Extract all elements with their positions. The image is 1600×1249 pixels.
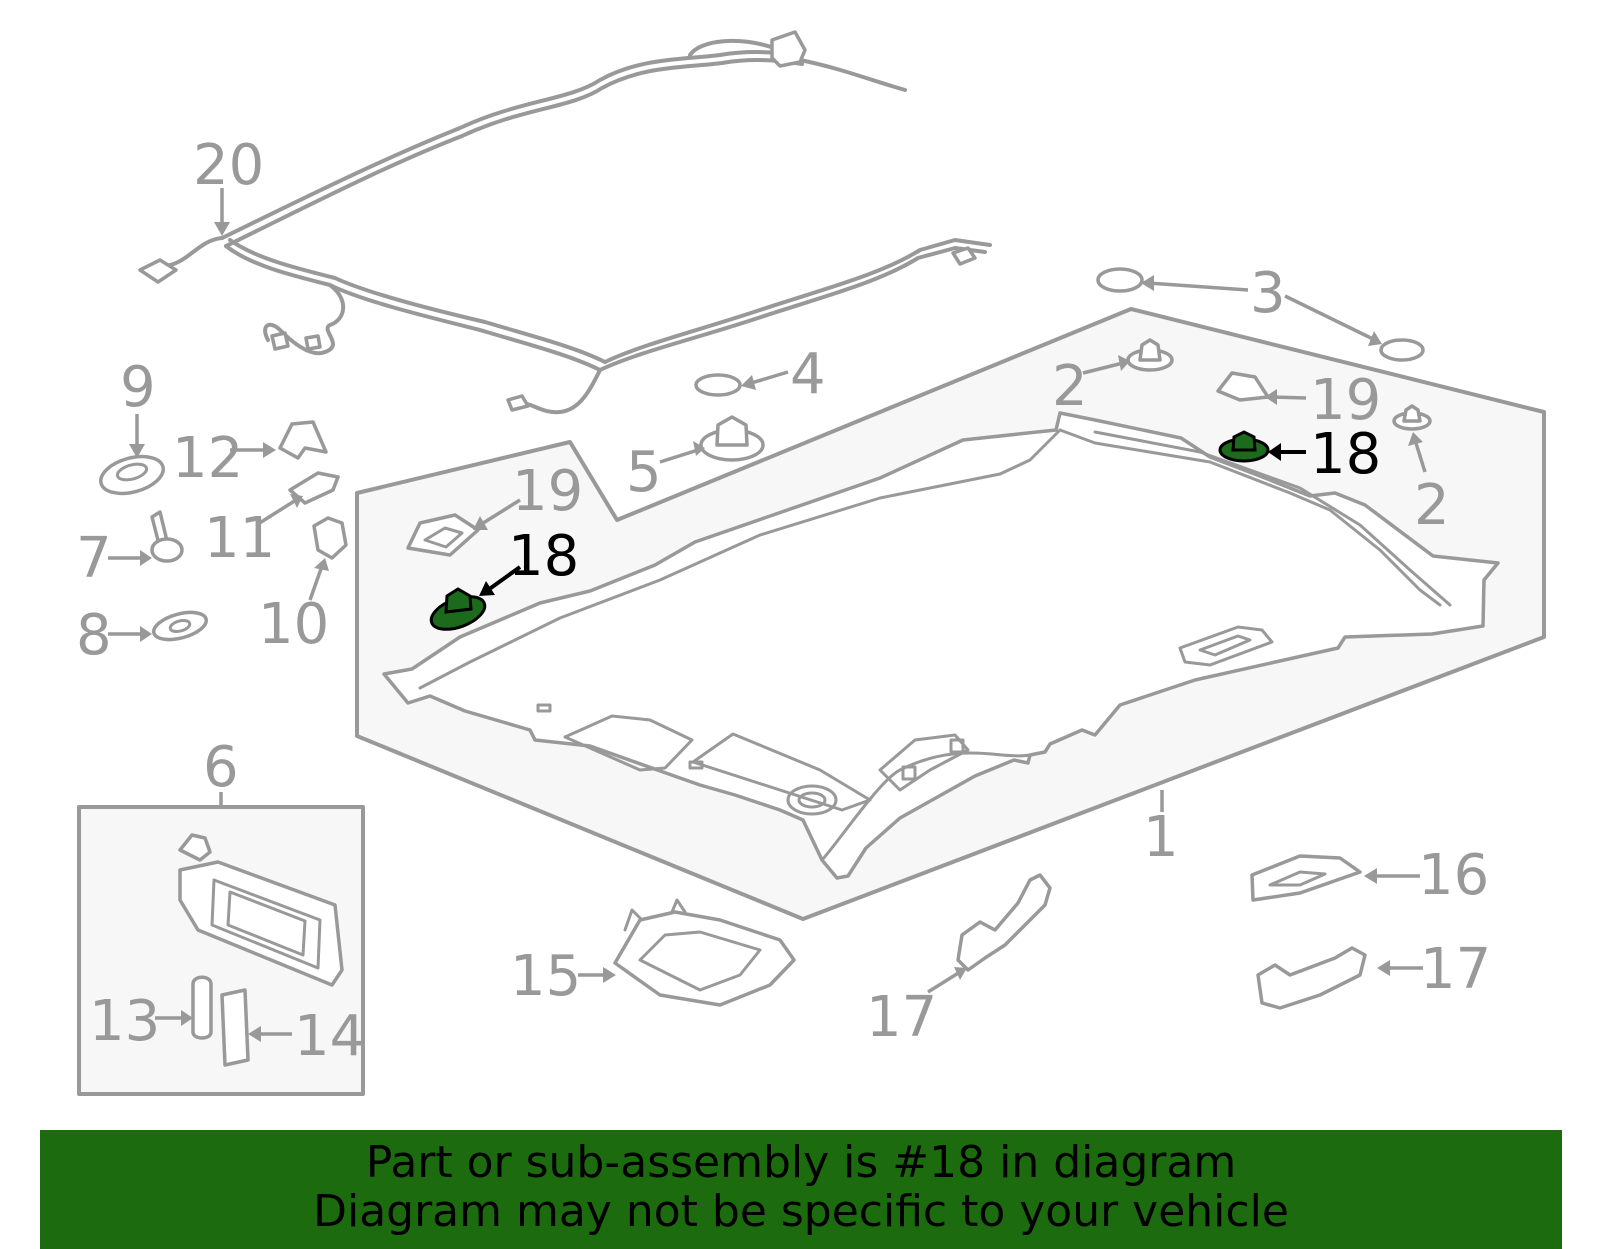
callout-2-left: 2 [1052,354,1088,419]
sun-visor-group [77,805,365,1096]
callout-labels: 20 3 4 9 12 2 19 18 2 5 19 18 7 11 8 10 … [76,133,1491,1069]
console-recess [691,732,872,812]
callout-17-front: 17 [866,985,937,1050]
dome-light-hole-inner [797,791,827,809]
wiring-harness [138,30,992,415]
part-14-label [220,988,250,1067]
rear-handle-recess [1178,625,1274,667]
harness-lower-branch-2 [228,238,607,364]
harness-left-connector [138,258,178,284]
part-18-clip-right [1218,430,1270,463]
callout-10: 10 [258,592,329,657]
harness-right-run-2 [598,246,987,372]
part-3-pad-right [1379,338,1425,362]
part-13-clip [191,975,213,1040]
info-banner: Part or sub-assembly is #18 in diagram D… [40,1130,1562,1249]
part-12-clip [278,420,328,460]
callout-20: 20 [193,133,264,198]
harness-squiggle-conn-1 [270,331,290,351]
part-17-assist-handle-rear [1256,946,1367,1010]
callout-3: 3 [1250,261,1286,326]
callout-9: 9 [120,355,156,420]
harness-top-connector [770,30,807,68]
harness-main-lower [224,58,804,248]
sun-visor-pivot [178,833,212,862]
headliner-front-bulge [820,751,1032,862]
harness-dangle [518,368,602,415]
callout-19-right: 19 [1310,368,1381,433]
headliner-inner-edge [418,428,1062,690]
headliner-rear-rail-2 [1093,430,1452,607]
callout-7: 7 [76,526,112,591]
callout-19-left: 19 [512,459,583,524]
callout-6: 6 [203,735,239,800]
part-9-washer [99,454,165,496]
part-16-grab-handle [1250,854,1362,902]
part-10-clip [312,516,348,560]
callout-4: 4 [790,342,826,407]
harness-squiggle-conn-2 [304,334,322,351]
harness-squiggle [263,283,346,356]
harness-loop [688,39,782,57]
callout-13: 13 [89,989,160,1054]
callout-16: 16 [1418,843,1489,908]
callout-8: 8 [76,603,112,668]
part-11-pad [288,471,340,505]
callout-18-right: 18 [1310,422,1381,487]
headliner-shape [382,411,1500,880]
part-4-pad [694,373,742,397]
callout-14: 14 [294,1004,365,1069]
part-19-bracket-right [1216,371,1270,402]
rear-handle-recess-inner [1198,634,1252,657]
harness-right-connector [951,246,977,266]
callout-18-left: 18 [508,524,579,589]
callout-15: 15 [510,944,581,1009]
callout-17-rear: 17 [1420,937,1491,1002]
part-19-bracket-left-detail [423,526,464,549]
harness-lower-branch [224,244,602,372]
handle-mount-front [878,733,970,792]
callout-12: 12 [172,426,243,491]
part-7-screw [150,510,184,563]
banner-line-1: Part or sub-assembly is #18 in diagram [365,1137,1237,1188]
handle-slot-2 [949,738,965,754]
part-17-assist-handle-front [956,873,1052,972]
sunroof-opening [563,714,694,772]
part-8-grommet [151,610,209,642]
callout-1: 1 [1143,805,1179,870]
harness-lower-connector [506,394,530,412]
sun-visor-mirror-inner [226,890,307,957]
callout-11: 11 [204,506,275,571]
banner-line-2: Diagram may not be specific to your vehi… [313,1186,1289,1237]
part-2-clip-right [1392,404,1432,431]
sun-visor-mirror [210,878,322,970]
harness-right-run [603,238,992,364]
harness-left-branch [168,236,224,267]
small-tab [536,703,552,713]
part-15-dome-light [613,898,796,1007]
part-19-bracket-left [406,513,480,557]
part-3-pad-left [1096,267,1144,293]
callout-5: 5 [626,440,662,505]
part-18-clip-left [429,587,487,631]
headliner-rear-rail [1058,428,1442,607]
harness-main-upper [220,50,802,240]
part-2-clip-left [1126,338,1174,372]
dome-light-hole [786,784,838,816]
small-tab-2 [688,760,704,770]
handle-slot-1 [901,765,917,781]
harness-tail [798,58,907,92]
callout-2-right: 2 [1414,473,1450,538]
callout-arrows [108,188,1427,1042]
part-5-clip [699,415,765,462]
